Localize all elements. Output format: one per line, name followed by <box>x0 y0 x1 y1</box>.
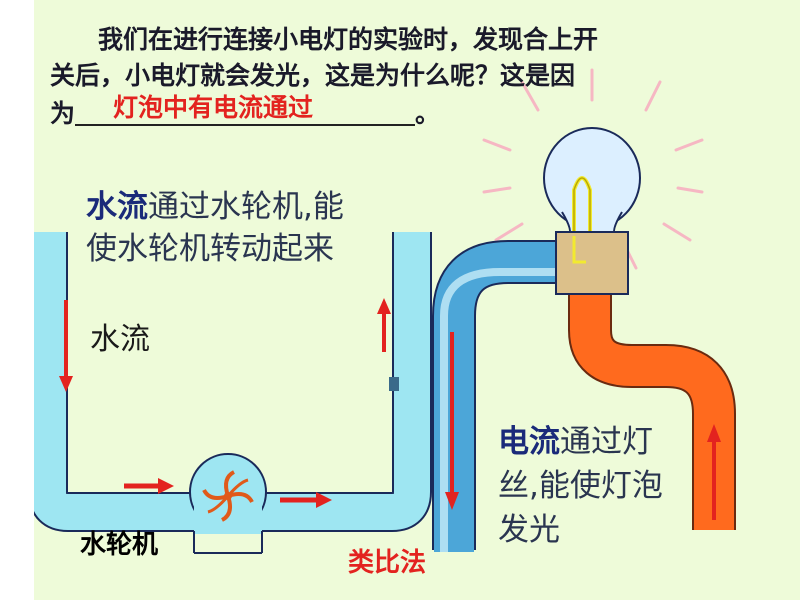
red-arrow-icon <box>707 424 721 520</box>
red-arrow-icon <box>124 478 174 494</box>
current-desc-line-2: 丝,能使灯泡 <box>498 468 663 504</box>
question-line-1: 我们在进行连接小电灯的实验时，发现合上开 <box>98 25 599 54</box>
light-bulb-icon <box>543 127 641 295</box>
current-desc-bold: 电流 <box>498 424 560 460</box>
current-desc-line-3: 发光 <box>498 512 560 548</box>
red-arrow-icon <box>445 332 459 510</box>
turbine-label: 水轮机 <box>80 530 159 560</box>
current-desc-rest: 通过灯 <box>560 424 653 460</box>
slide: 我们在进行连接小电灯的实验时，发现合上开 关后，小电灯就会发光，这是为什么呢？这… <box>34 0 800 600</box>
water-desc-bold: 水流 <box>86 189 148 225</box>
current-description: 电流通过灯 丝,能使灯泡 发光 <box>498 420 663 552</box>
water-description: 水流通过水轮机,能 使水轮机转动起来 <box>86 186 344 270</box>
orange-pipe <box>568 290 736 530</box>
water-desc-line-2: 使水轮机转动起来 <box>86 231 334 267</box>
question-line-3-suffix: 。 <box>415 99 441 128</box>
answer-text: 灯泡中有电流通过 <box>113 93 314 122</box>
analogy-method-label: 类比法 <box>348 548 427 578</box>
analogy-diagram <box>34 68 736 554</box>
red-arrow-icon <box>59 300 73 392</box>
blue-pipe <box>432 240 562 552</box>
answer-blank: 灯泡中有电流通过 <box>75 93 416 126</box>
red-arrow-icon <box>280 492 332 508</box>
question-line-2: 关后，小电灯就会发光，这是为什么呢？这是因 <box>50 61 576 90</box>
water-desc-rest: 通过水轮机,能 <box>148 189 344 225</box>
red-arrow-icon <box>377 298 391 352</box>
question-text: 我们在进行连接小电灯的实验时，发现合上开 关后，小电灯就会发光，这是为什么呢？这… <box>50 22 730 132</box>
turbine-icon <box>202 470 254 522</box>
water-flow-label: 水流 <box>90 322 150 357</box>
question-line-3-prefix: 为 <box>50 99 76 128</box>
